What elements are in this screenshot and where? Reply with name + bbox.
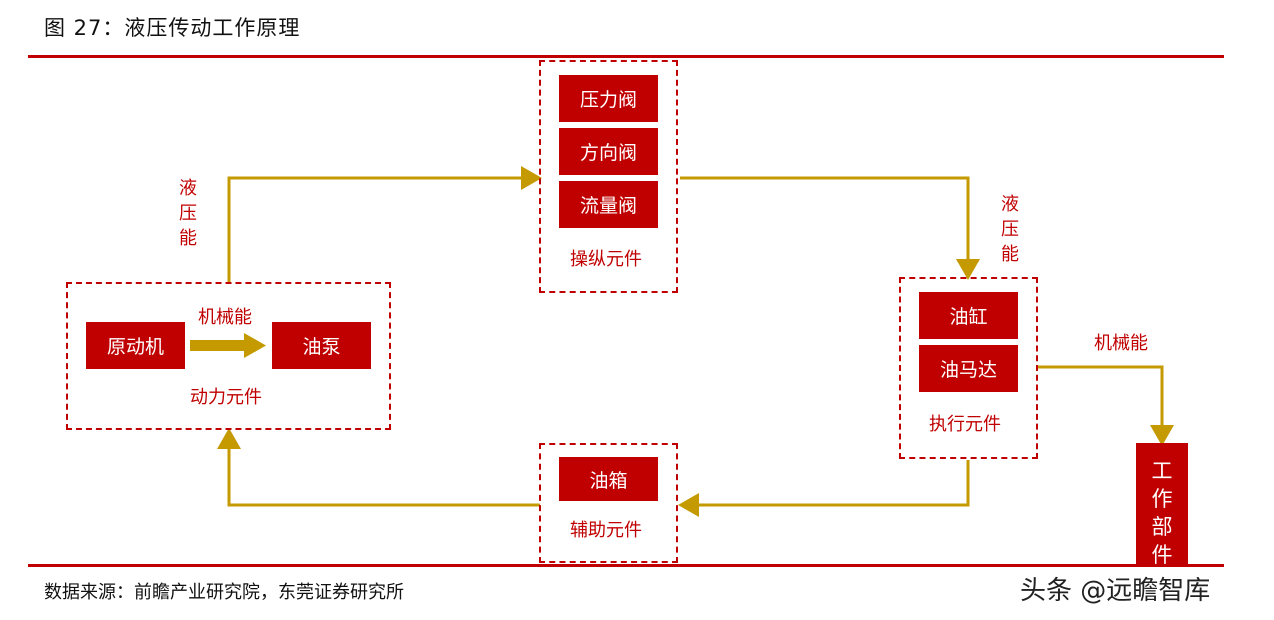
mechanical-transfer-arrow-head [244, 333, 266, 358]
arrow-control-to-actuator [680, 176, 980, 280]
arrow-power-to-control [227, 166, 542, 282]
hydraulic-motor-box: 油马达 [919, 345, 1018, 392]
power-unit-group [66, 282, 391, 430]
top-divider [28, 55, 1224, 58]
control-unit-group [539, 60, 678, 293]
hydraulic-energy-label-left: 液压能 [179, 178, 197, 249]
watermark: 头条 @远瞻智库 [1020, 576, 1211, 606]
pressure-valve-box: 压力阀 [559, 75, 658, 122]
pump-box: 油泵 [272, 322, 371, 369]
actuator-unit-label: 执行元件 [929, 414, 1001, 435]
mechanical-energy-label: 机械能 [198, 307, 252, 328]
work-part-box: 工 作 部 件 [1136, 443, 1188, 567]
actuator-unit-group [899, 277, 1038, 459]
power-unit-label: 动力元件 [190, 387, 262, 408]
cylinder-box: 油缸 [919, 292, 1018, 339]
oil-tank-box: 油箱 [559, 457, 658, 501]
mechanical-energy-out-label: 机械能 [1094, 333, 1148, 354]
page-title: 图 27：液压传动工作原理 [44, 16, 301, 40]
source-note: 数据来源：前瞻产业研究院，东莞证券研究所 [44, 582, 404, 603]
work-part-char: 部 [1151, 515, 1173, 539]
work-part-char: 件 [1151, 543, 1173, 567]
prime-mover-box: 原动机 [86, 322, 185, 369]
auxiliary-unit-label: 辅助元件 [570, 520, 642, 541]
hydraulic-energy-label-right: 液压能 [1001, 194, 1019, 265]
arrow-actuator-to-auxiliary [678, 460, 970, 517]
bottom-divider [28, 564, 1224, 567]
auxiliary-unit-group [539, 443, 678, 563]
mechanical-transfer-arrow-body [190, 340, 244, 351]
control-unit-label: 操纵元件 [570, 249, 642, 270]
arrow-auxiliary-to-power [217, 428, 540, 507]
arrow-actuator-to-workpart [1038, 365, 1174, 446]
flow-valve-box: 流量阀 [559, 181, 658, 228]
work-part-char: 作 [1151, 487, 1173, 511]
direction-valve-box: 方向阀 [559, 128, 658, 175]
work-part-char: 工 [1151, 459, 1173, 483]
